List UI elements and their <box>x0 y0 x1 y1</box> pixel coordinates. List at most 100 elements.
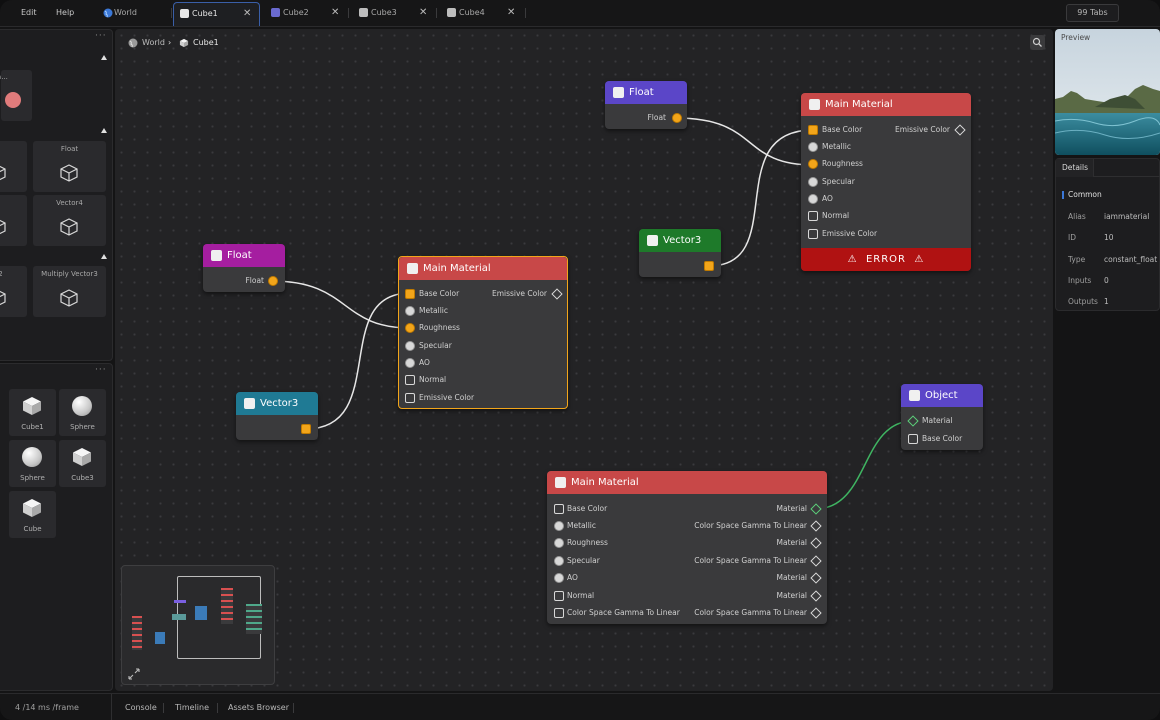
input-pin[interactable] <box>405 393 415 403</box>
tab-timeline[interactable]: Timeline <box>175 703 210 712</box>
output-pin[interactable] <box>810 537 822 549</box>
output-pin[interactable] <box>672 113 682 123</box>
asset-item-cube[interactable]: Cube <box>9 491 56 538</box>
input-pin[interactable] <box>908 434 918 444</box>
input-pin[interactable] <box>405 358 415 368</box>
node-header[interactable]: Main Material <box>547 471 827 494</box>
tab-details[interactable]: Details <box>1056 159 1094 177</box>
node-float[interactable]: Float Float <box>605 81 687 129</box>
node-header[interactable]: Float <box>605 81 687 104</box>
detail-value[interactable]: constant_float <box>1104 255 1158 264</box>
library-item-vector4[interactable]: Vector4 <box>33 195 106 246</box>
output-pin[interactable] <box>810 503 822 515</box>
close-icon[interactable]: ✕ <box>243 8 252 19</box>
output-pin[interactable] <box>810 572 822 584</box>
output-pin[interactable] <box>810 520 822 532</box>
library-item[interactable]: ce Ga... <box>0 70 32 121</box>
asset-item-sphere[interactable]: Sphere <box>59 389 106 436</box>
expand-icon[interactable] <box>128 668 140 680</box>
detail-value[interactable]: iammaterial <box>1104 212 1150 221</box>
output-pin[interactable] <box>954 124 966 136</box>
menu-edit[interactable]: Edit <box>21 8 37 17</box>
input-pin[interactable] <box>808 211 818 221</box>
menu-help[interactable]: Help <box>56 8 75 17</box>
library-item[interactable]: ector2 <box>0 266 27 317</box>
globe-icon <box>103 8 113 18</box>
tab-cube2[interactable]: Cube2 ✕ <box>265 2 345 26</box>
detail-value[interactable]: 1 <box>1104 297 1109 306</box>
more-icon[interactable]: ··· <box>95 31 107 41</box>
output-pin[interactable] <box>268 276 278 286</box>
node-header[interactable]: Vector3 <box>639 229 721 252</box>
library-item-multiply-vector3[interactable]: Multiply Vector3 <box>33 266 106 317</box>
library-item[interactable]: r3 <box>0 195 27 246</box>
input-pin[interactable] <box>405 375 415 385</box>
input-pin[interactable] <box>808 194 818 204</box>
node-header[interactable]: Object <box>901 384 983 407</box>
detail-value[interactable]: 0 <box>1104 276 1109 285</box>
node-header[interactable]: Float <box>203 244 285 267</box>
input-pin[interactable] <box>554 538 564 548</box>
wire-material-to-object <box>814 420 914 510</box>
input-pin[interactable] <box>808 229 818 239</box>
input-pin[interactable] <box>405 289 415 299</box>
input-pin[interactable] <box>405 323 415 333</box>
node-header[interactable]: Main Material <box>399 257 567 280</box>
output-pin[interactable] <box>810 590 822 602</box>
input-pin[interactable] <box>554 556 564 566</box>
node-vector3[interactable]: Vector3 <box>236 392 318 440</box>
tab-world[interactable]: World <box>96 2 172 26</box>
output-pin[interactable] <box>551 288 563 300</box>
tab-count-button[interactable]: 99 Tabs <box>1066 4 1119 22</box>
node-float[interactable]: Float Float <box>203 244 285 292</box>
input-pin[interactable] <box>554 504 564 514</box>
minimap[interactable] <box>121 565 275 685</box>
output-pin[interactable] <box>301 424 311 434</box>
node-header[interactable]: Main Material <box>801 93 971 116</box>
output-pin[interactable] <box>704 261 714 271</box>
node-icon <box>647 235 658 246</box>
more-icon[interactable]: ··· <box>95 365 107 375</box>
asset-item-cube1[interactable]: Cube1 <box>9 389 56 436</box>
node-vector3[interactable]: Vector3 <box>639 229 721 277</box>
close-icon[interactable]: ✕ <box>507 7 516 18</box>
tab-label: Cube2 <box>283 8 309 17</box>
asset-item-cube3[interactable]: Cube3 <box>59 440 106 487</box>
input-pin[interactable] <box>907 415 919 427</box>
input-pin[interactable] <box>808 177 818 187</box>
search-button[interactable] <box>1030 35 1045 50</box>
input-pin[interactable] <box>808 125 818 135</box>
node-header[interactable]: Vector3 <box>236 392 318 415</box>
breadcrumb-root[interactable]: World <box>142 38 165 47</box>
tab-cube3[interactable]: Cube3 ✕ <box>353 2 433 26</box>
close-icon[interactable]: ✕ <box>331 7 340 18</box>
input-pin[interactable] <box>554 521 564 531</box>
collapse-icon[interactable] <box>101 128 107 133</box>
library-item[interactable]: 1 <box>0 141 27 192</box>
node-object[interactable]: Object Material Base Color <box>901 384 983 450</box>
input-pin[interactable] <box>808 159 818 169</box>
collapse-icon[interactable] <box>101 254 107 259</box>
asset-item-sphere[interactable]: Sphere <box>9 440 56 487</box>
warning-icon: ⚠ <box>847 254 858 265</box>
input-pin[interactable] <box>554 608 564 618</box>
detail-value[interactable]: 10 <box>1104 233 1114 242</box>
tab-cube4[interactable]: Cube4 ✕ <box>441 2 521 26</box>
input-pin[interactable] <box>554 573 564 583</box>
output-pin[interactable] <box>810 607 822 619</box>
input-pin[interactable] <box>405 306 415 316</box>
close-icon[interactable]: ✕ <box>419 7 428 18</box>
input-pin[interactable] <box>808 142 818 152</box>
tab-assets-browser[interactable]: Assets Browser <box>228 703 289 712</box>
input-pin[interactable] <box>554 591 564 601</box>
tab-cube1[interactable]: Cube1 ✕ <box>173 2 260 26</box>
collapse-icon[interactable] <box>101 55 107 60</box>
minimap-node <box>172 614 186 620</box>
library-item-float[interactable]: Float <box>33 141 106 192</box>
input-pin[interactable] <box>405 341 415 351</box>
tab-console[interactable]: Console <box>125 703 157 712</box>
output-pin[interactable] <box>810 555 822 567</box>
